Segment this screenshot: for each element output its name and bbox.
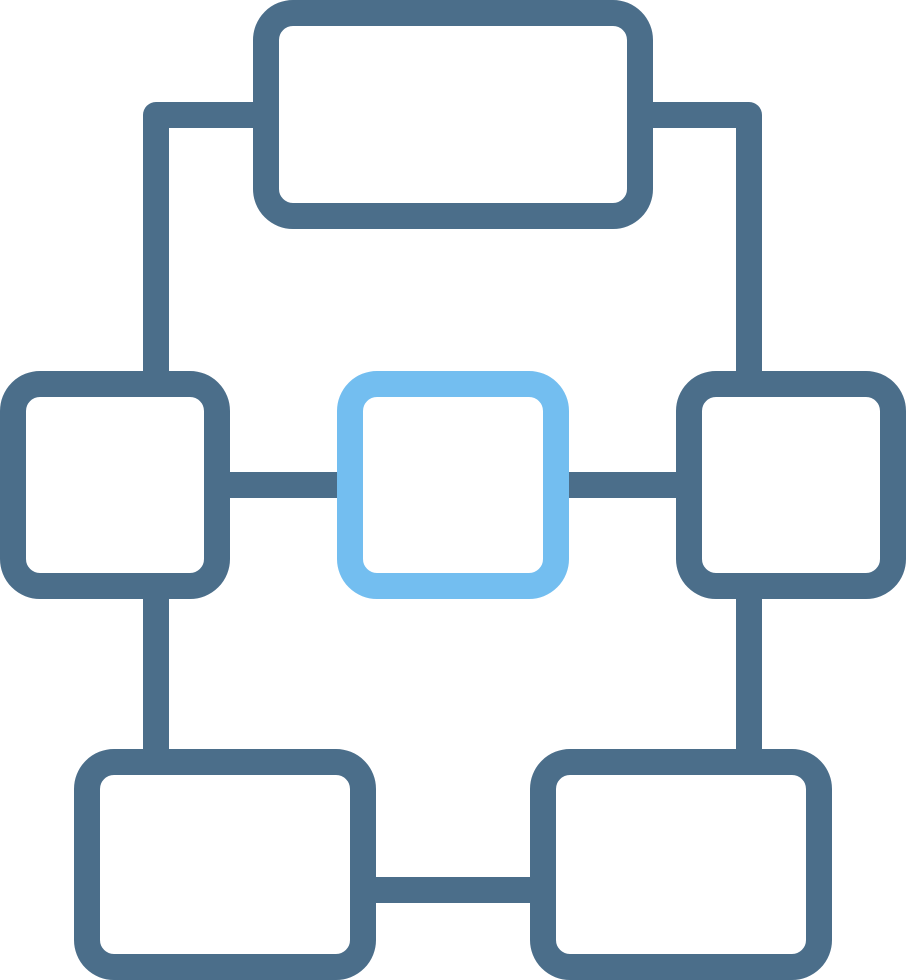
node-bottom-right <box>530 749 832 980</box>
node-top <box>253 0 653 229</box>
node-middle-center <box>337 371 569 599</box>
node-bottom-left <box>74 749 376 980</box>
node-middle-right <box>676 371 906 599</box>
connector-top-middle-left <box>143 102 266 384</box>
connector-group <box>143 102 762 903</box>
node-middle-left <box>0 371 230 599</box>
connector-top-middle-right <box>640 102 762 384</box>
